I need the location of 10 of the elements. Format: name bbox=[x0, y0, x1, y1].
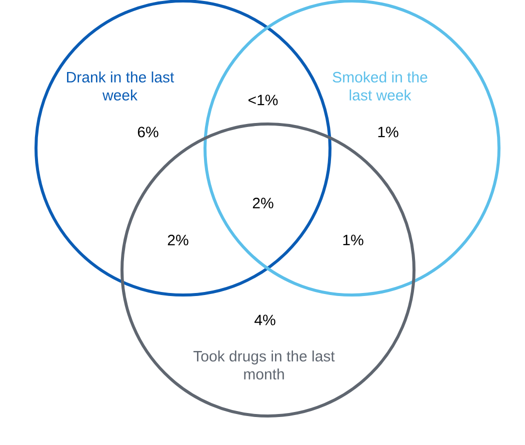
percentage-label: 4% bbox=[254, 314, 276, 326]
circle-label: Took drugs in the last month bbox=[193, 350, 335, 380]
percentage-label: 6% bbox=[138, 126, 158, 138]
percentage-label: 1% bbox=[343, 234, 364, 246]
percentage-label: <1% bbox=[248, 94, 278, 106]
percentage-label: 2% bbox=[168, 234, 188, 246]
circle-label: Smoked in the last week bbox=[332, 72, 428, 100]
percentage-label: 1% bbox=[378, 126, 398, 138]
circle-label: Drank in the last week bbox=[67, 72, 174, 100]
percentage-label: 2% bbox=[252, 198, 274, 208]
